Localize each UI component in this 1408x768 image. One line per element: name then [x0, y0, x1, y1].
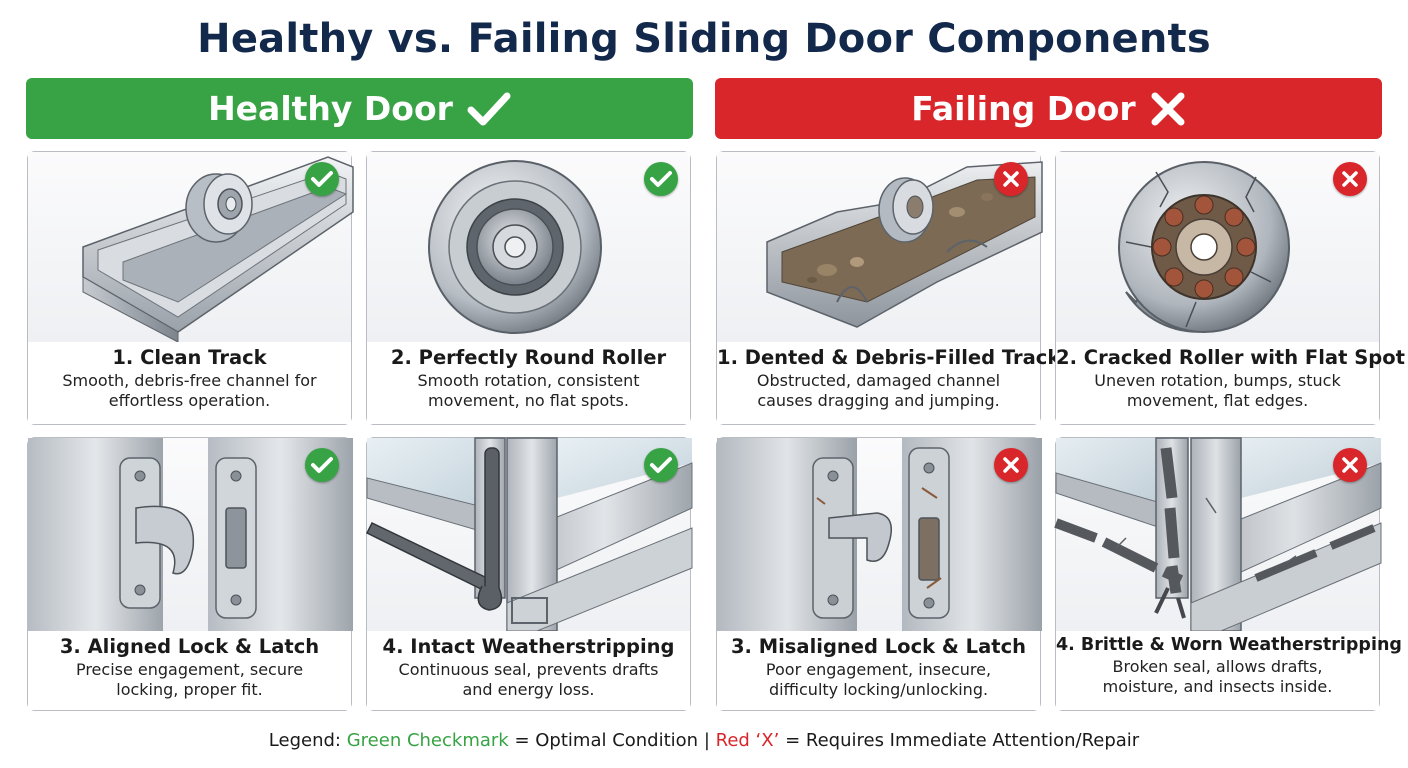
- misaligned-lock-illustration: [717, 438, 1042, 631]
- card-round-roller: 2. Perfectly Round Roller Smooth rotatio…: [366, 151, 691, 425]
- card-title: 4. Intact Weatherstripping: [382, 635, 675, 658]
- card-description: Obstructed, damaged channel causes dragg…: [756, 371, 1001, 410]
- green-checkmark-badge: [305, 448, 339, 482]
- failing-banner-label: Failing Door: [911, 89, 1136, 128]
- card-brittle-weatherstripping: 4. Brittle & Worn Weatherstripping Broke…: [1054, 437, 1402, 711]
- red-x-badge: [1333, 162, 1367, 196]
- card-misaligned-lock: 3. Misaligned Lock & Latch Poor engageme…: [716, 437, 1042, 711]
- checkmark-icon: [467, 91, 511, 127]
- healthy-banner-label: Healthy Door: [208, 89, 453, 128]
- card-description: Broken seal, allows drafts, moisture, an…: [1102, 657, 1333, 696]
- legend: Legend: Green Checkmark = Optimal Condit…: [0, 726, 1408, 756]
- card-description: Precise engagement, secure locking, prop…: [75, 660, 304, 699]
- card-description: Continuous seal, prevents drafts and ene…: [398, 660, 659, 699]
- card-title: 2. Perfectly Round Roller: [390, 346, 667, 369]
- legend-separator: |: [703, 730, 710, 751]
- x-icon: [1150, 91, 1186, 127]
- legend-green-meaning: = Optimal Condition: [514, 730, 699, 751]
- card-title: 1. Clean Track: [112, 346, 267, 369]
- card-title: 2. Cracked Roller with Flat Spot: [1056, 346, 1405, 369]
- red-x-badge: [994, 162, 1028, 196]
- clean-track-illustration: [28, 152, 354, 343]
- healthy-door-banner: Healthy Door: [26, 78, 693, 139]
- card-title: 4. Brittle & Worn Weatherstripping: [1056, 635, 1402, 655]
- card-clean-track: 1. Clean Track Smooth, debris-free chann…: [27, 151, 354, 425]
- card-title: 1. Dented & Debris-Filled Track: [717, 346, 1061, 369]
- card-cracked-roller: 2. Cracked Roller with Flat Spot Uneven …: [1055, 151, 1405, 425]
- card-description: Smooth, debris-free channel for effortle…: [62, 371, 317, 410]
- card-dented-track: 1. Dented & Debris-Filled Track Obstruct…: [716, 151, 1061, 425]
- green-checkmark-badge: [644, 448, 678, 482]
- aligned-lock-illustration: [28, 438, 353, 631]
- red-x-badge: [1333, 448, 1367, 482]
- card-title: 3. Aligned Lock & Latch: [59, 635, 320, 658]
- cracked-roller-illustration: [1056, 152, 1379, 342]
- card-description: Uneven rotation, bumps, stuck movement, …: [1094, 371, 1341, 410]
- legend-red-meaning: = Requires Immediate Attention/Repair: [785, 730, 1140, 751]
- legend-green-term: Green Checkmark: [346, 730, 509, 751]
- card-aligned-lock: 3. Aligned Lock & Latch Precise engageme…: [27, 437, 353, 711]
- intact-weatherstripping-illustration: [365, 437, 693, 632]
- round-roller-illustration: [367, 152, 690, 342]
- red-x-badge: [994, 448, 1028, 482]
- page-title: Healthy vs. Failing Sliding Door Compone…: [197, 16, 1211, 62]
- legend-red-term: Red ‘X’: [715, 730, 780, 751]
- legend-prefix: Legend:: [268, 730, 341, 751]
- dented-track-illustration: [717, 152, 1043, 342]
- failing-door-banner: Failing Door: [715, 78, 1382, 139]
- brittle-weatherstripping-illustration: [1054, 437, 1382, 632]
- card-title: 3. Misaligned Lock & Latch: [730, 635, 1027, 658]
- card-intact-weatherstripping: 4. Intact Weatherstripping Continuous se…: [365, 437, 693, 711]
- green-checkmark-badge: [305, 162, 339, 196]
- card-description: Smooth rotation, consistent movement, no…: [417, 371, 640, 410]
- green-checkmark-badge: [644, 162, 678, 196]
- card-description: Poor engagement, insecure, difficulty lo…: [765, 660, 992, 699]
